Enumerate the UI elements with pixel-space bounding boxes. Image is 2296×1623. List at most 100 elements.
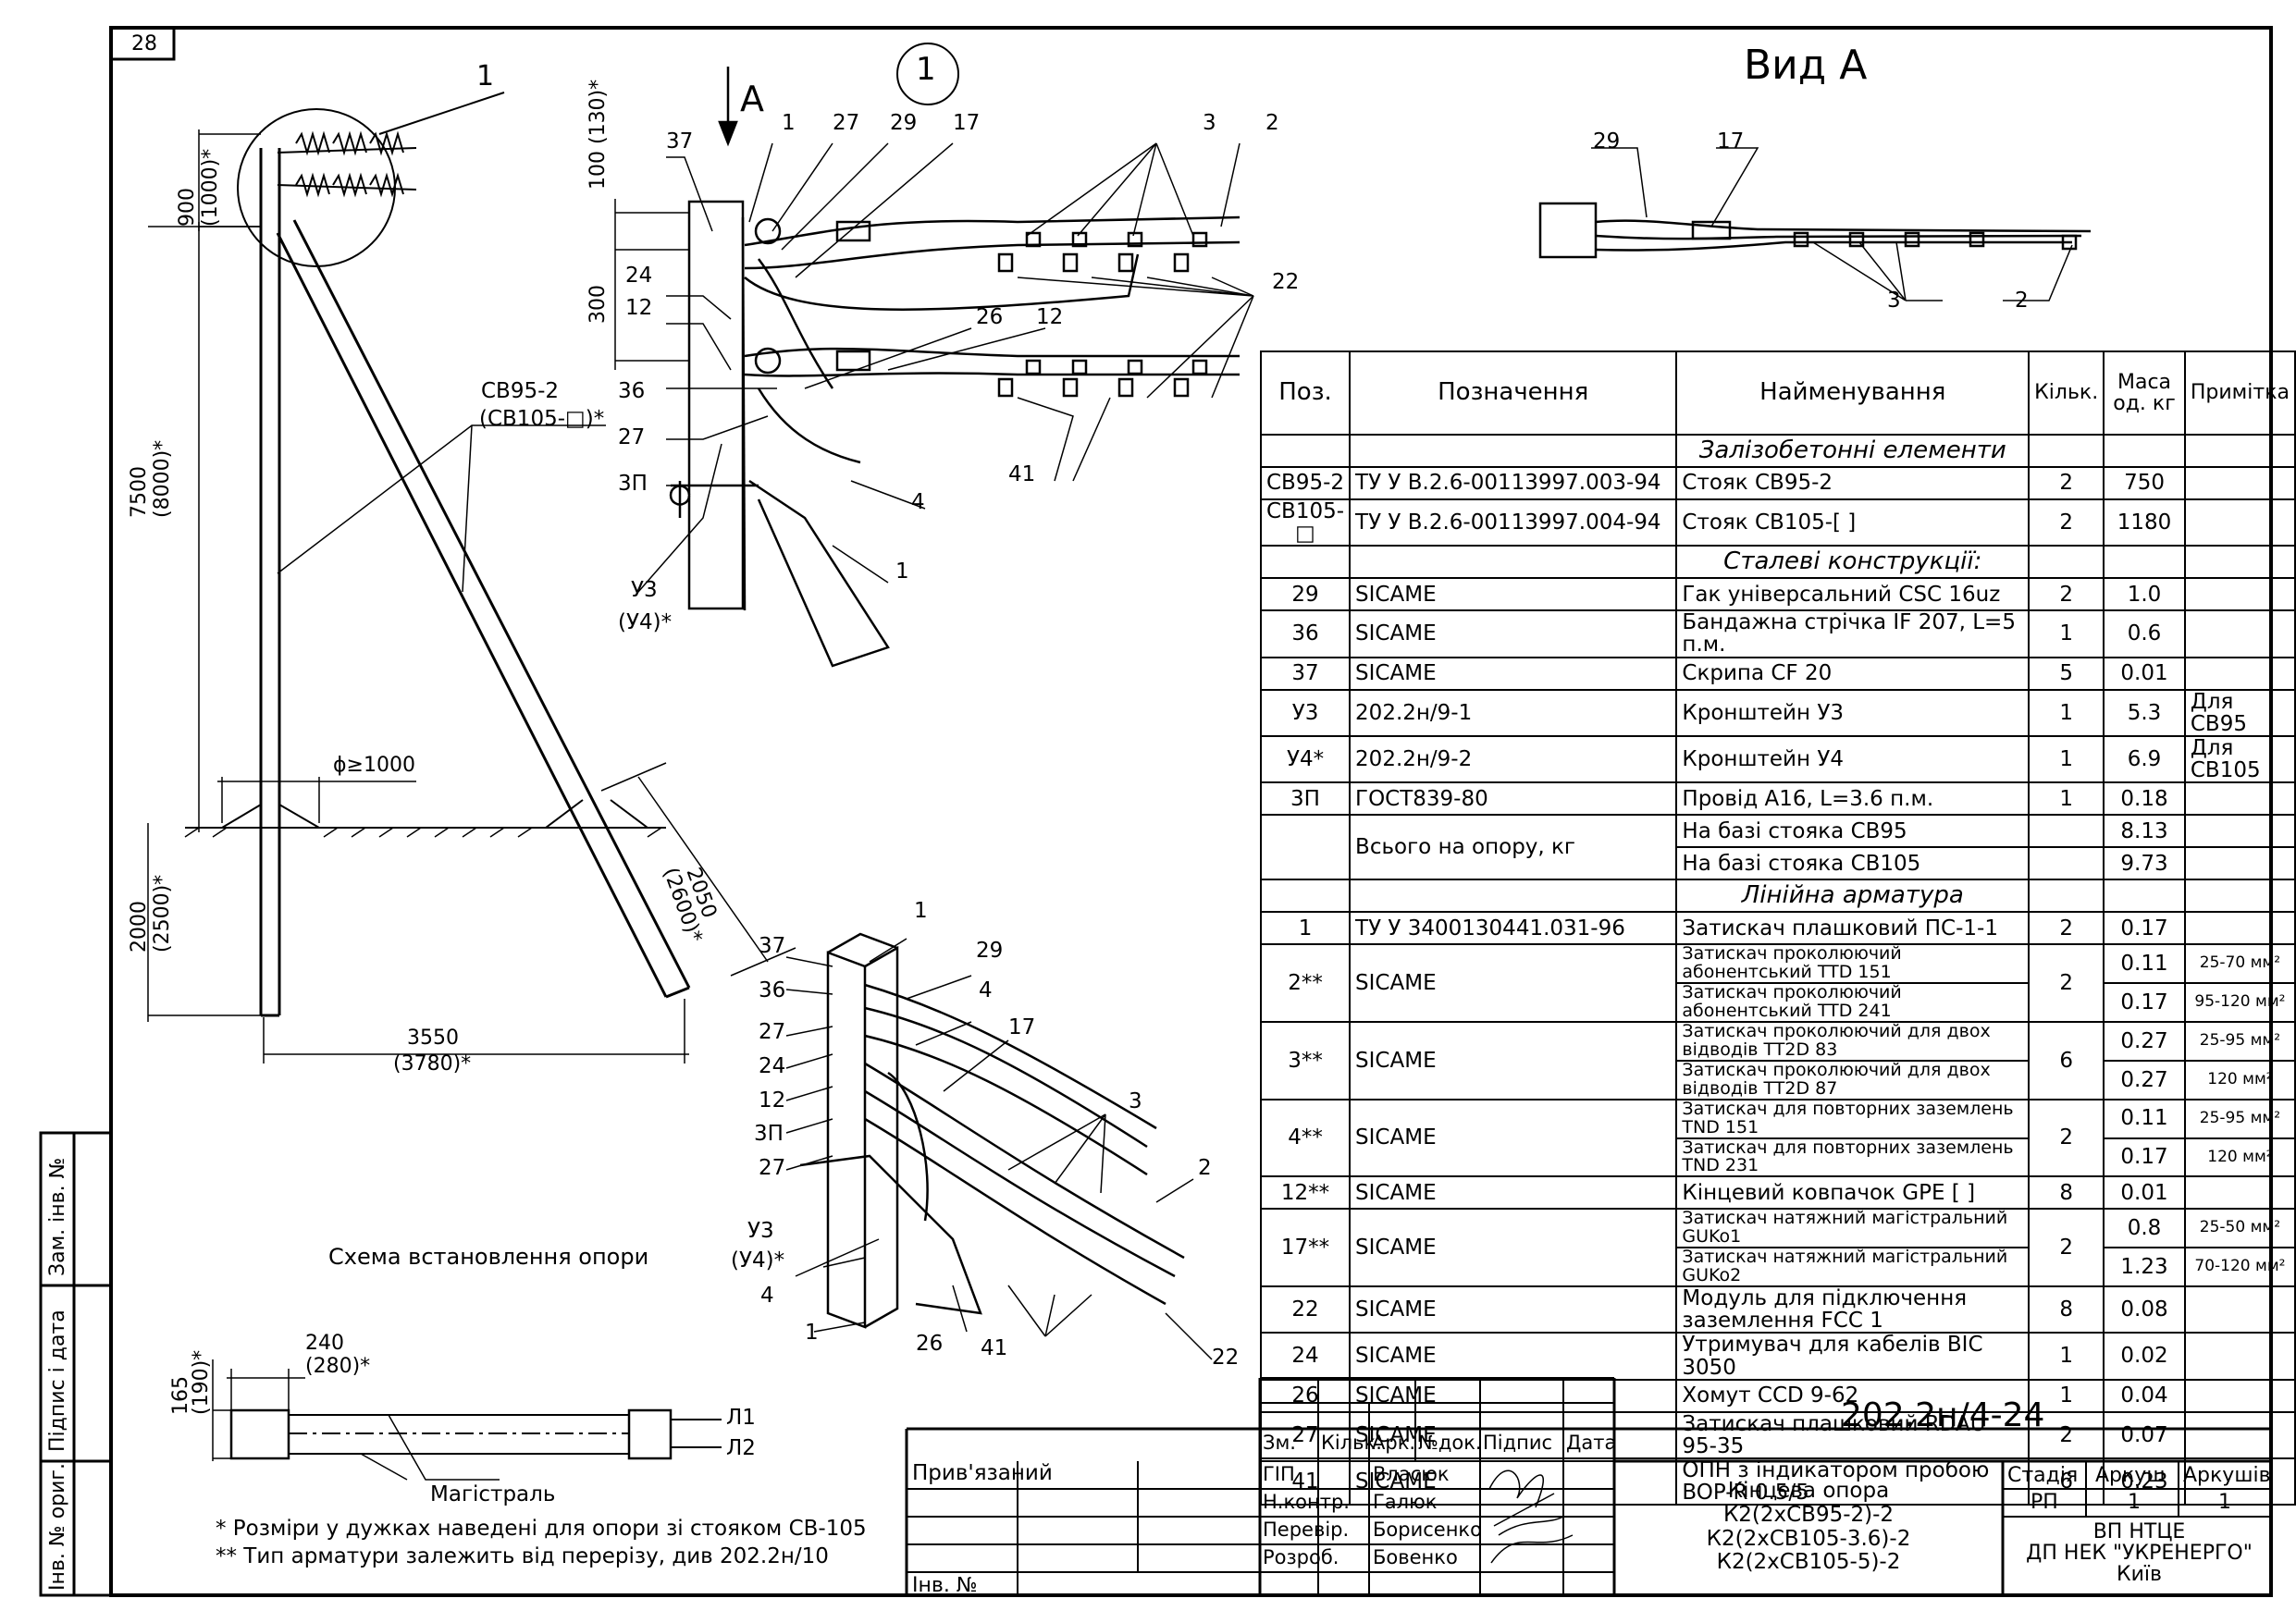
margin-replace-inv: Зам. інв. № (46, 1157, 69, 1277)
role-label: ГІП (1263, 1463, 1295, 1485)
cell-note (2183, 1285, 2296, 1334)
org-line-3: Київ (2117, 1563, 2162, 1587)
cell-name: Модуль для підключення заземлення FCC 1 (1675, 1285, 2031, 1334)
d-36: 36 (618, 379, 646, 403)
cell-empty (2103, 879, 2186, 914)
cell-empty (1349, 545, 1678, 580)
i-22: 22 (1212, 1346, 1240, 1370)
d-27: 27 (833, 111, 860, 135)
d-1: 1 (782, 111, 796, 135)
cell-mass: 1.0 (2103, 577, 2186, 612)
title-line-4: К2(2хСВ105-5)-2 (1716, 1550, 1901, 1575)
cell-pos: 22 (1259, 1285, 1352, 1334)
cell-designation: SICAME (1349, 577, 1678, 612)
sheet-val: 1 (2128, 1491, 2141, 1514)
cell-name: Затискач проколюючий для двох відводів T… (1675, 1059, 2031, 1100)
cell-designation: ТУ У В.2.6-00113997.004-94 (1349, 498, 1678, 547)
role-person: Бовенко (1373, 1546, 1458, 1568)
cell-name: Кронштейн У3 (1675, 688, 2031, 737)
cell-empty (2103, 545, 2186, 580)
cable-dim-240: 240 (305, 1332, 344, 1355)
cell-empty (2028, 879, 2105, 914)
cell-designation: SICAME (1349, 1020, 1678, 1100)
cell-mass: 0.11 (2103, 1098, 2186, 1139)
cell-note (2183, 1175, 2296, 1211)
cell-note (2183, 656, 2296, 691)
cell-mass: 0.17 (2103, 982, 2186, 1023)
d-2: 2 (1265, 111, 1279, 135)
i-1: 1 (914, 899, 928, 923)
a-2: 2 (2015, 289, 2029, 313)
cell-note: 25-50 мм² (2183, 1208, 2296, 1249)
sheet-head: Аркуш (2095, 1464, 2166, 1487)
pole-label-alt: (СВ105-□)* (479, 407, 605, 431)
table-row: Затискач проколюючий абонентський TTD 24… (1261, 982, 2296, 1023)
cell-designation: SICAME (1349, 1175, 1678, 1211)
sheet-number: 28 (131, 32, 157, 55)
cell-empty (1259, 545, 1352, 580)
cell-mass: 9.73 (2103, 846, 2186, 881)
a-29: 29 (1593, 129, 1621, 154)
d-u3: У3 (631, 578, 658, 602)
d-24: 24 (625, 264, 653, 288)
cell-name: Скрипа CF 20 (1675, 656, 2031, 691)
cell-pos: 37 (1259, 656, 1352, 691)
cell-name: Затискач плашковий ПС-1-1 (1675, 911, 2031, 946)
title-head-2: Арк. (1372, 1432, 1416, 1454)
d-12a: 12 (625, 296, 653, 320)
dim-2500: (2500)* (151, 874, 174, 953)
i-17: 17 (1008, 1015, 1036, 1039)
cell-pos: 12** (1259, 1175, 1352, 1211)
drawing-title: Кінцева опора К2(2хСВ95-2)-2 К2(2хСВ105-… (1674, 1479, 1943, 1575)
sheets-head: Аркушів (2183, 1464, 2271, 1487)
cell-name: Затискач для повторних заземлень TND 231 (1675, 1137, 2031, 1178)
cell-pos: 36 (1259, 609, 1352, 658)
cell-pos: 24 (1259, 1332, 1352, 1381)
cell-qty (2028, 846, 2105, 881)
cell-note (2183, 1332, 2296, 1381)
d-22: 22 (1272, 270, 1300, 294)
title-head-4: Підпис (1483, 1432, 1553, 1454)
cell-note (2183, 846, 2296, 881)
title-line-2: К2(2хСВ95-2)-2 (1722, 1502, 1895, 1527)
title-head-0: Зм. (1263, 1432, 1296, 1454)
d-3: 3 (1203, 111, 1216, 135)
cell-pos: СВ105-□ (1259, 498, 1352, 547)
cell-note: 120 мм² (2183, 1137, 2296, 1178)
cell-mass: 750 (2103, 466, 2186, 500)
cell-mass: 1180 (2103, 498, 2186, 547)
cell-qty: 6 (2028, 1020, 2105, 1100)
i-3: 3 (1129, 1089, 1142, 1113)
note-1: * Розміри у дужках наведені для опори зі… (216, 1517, 867, 1541)
i-4: 4 (979, 978, 993, 1002)
detail-dim-300: 300 (586, 285, 610, 324)
dim-1000: (1000)* (199, 148, 222, 227)
cell-mass: 0.18 (2103, 781, 2186, 817)
role-label: Перевір. (1263, 1518, 1350, 1541)
cell-qty: 6 (2028, 1457, 2105, 1506)
dim-8000: (8000)* (151, 439, 174, 518)
cell-note (2183, 609, 2296, 658)
i-37: 37 (759, 934, 786, 958)
cell-name: Кінцевий ковпачок GPE [ ] (1675, 1175, 2031, 1211)
d-4: 4 (911, 490, 925, 514)
cell-name: Затискач проколюючий абонентський TTD 15… (1675, 943, 2031, 984)
dim-2000: 2000 (128, 901, 151, 953)
cell-qty: 2 (2028, 577, 2105, 612)
d-37: 37 (666, 129, 694, 154)
specification-table: Поз. Позначення Найменування Кільк. Маса… (1259, 350, 2296, 1506)
title-line-1: Кінцева опора (1727, 1479, 1890, 1503)
dim-pit: ϕ≥1000 (333, 754, 415, 777)
cell-name: ОПН з індикатором пробою BOP-R 0.5/5 (1675, 1457, 2031, 1506)
cell-designation: SICAME (1349, 609, 1678, 658)
title-head-3: №док. (1418, 1432, 1482, 1454)
cell-empty (2183, 434, 2296, 468)
